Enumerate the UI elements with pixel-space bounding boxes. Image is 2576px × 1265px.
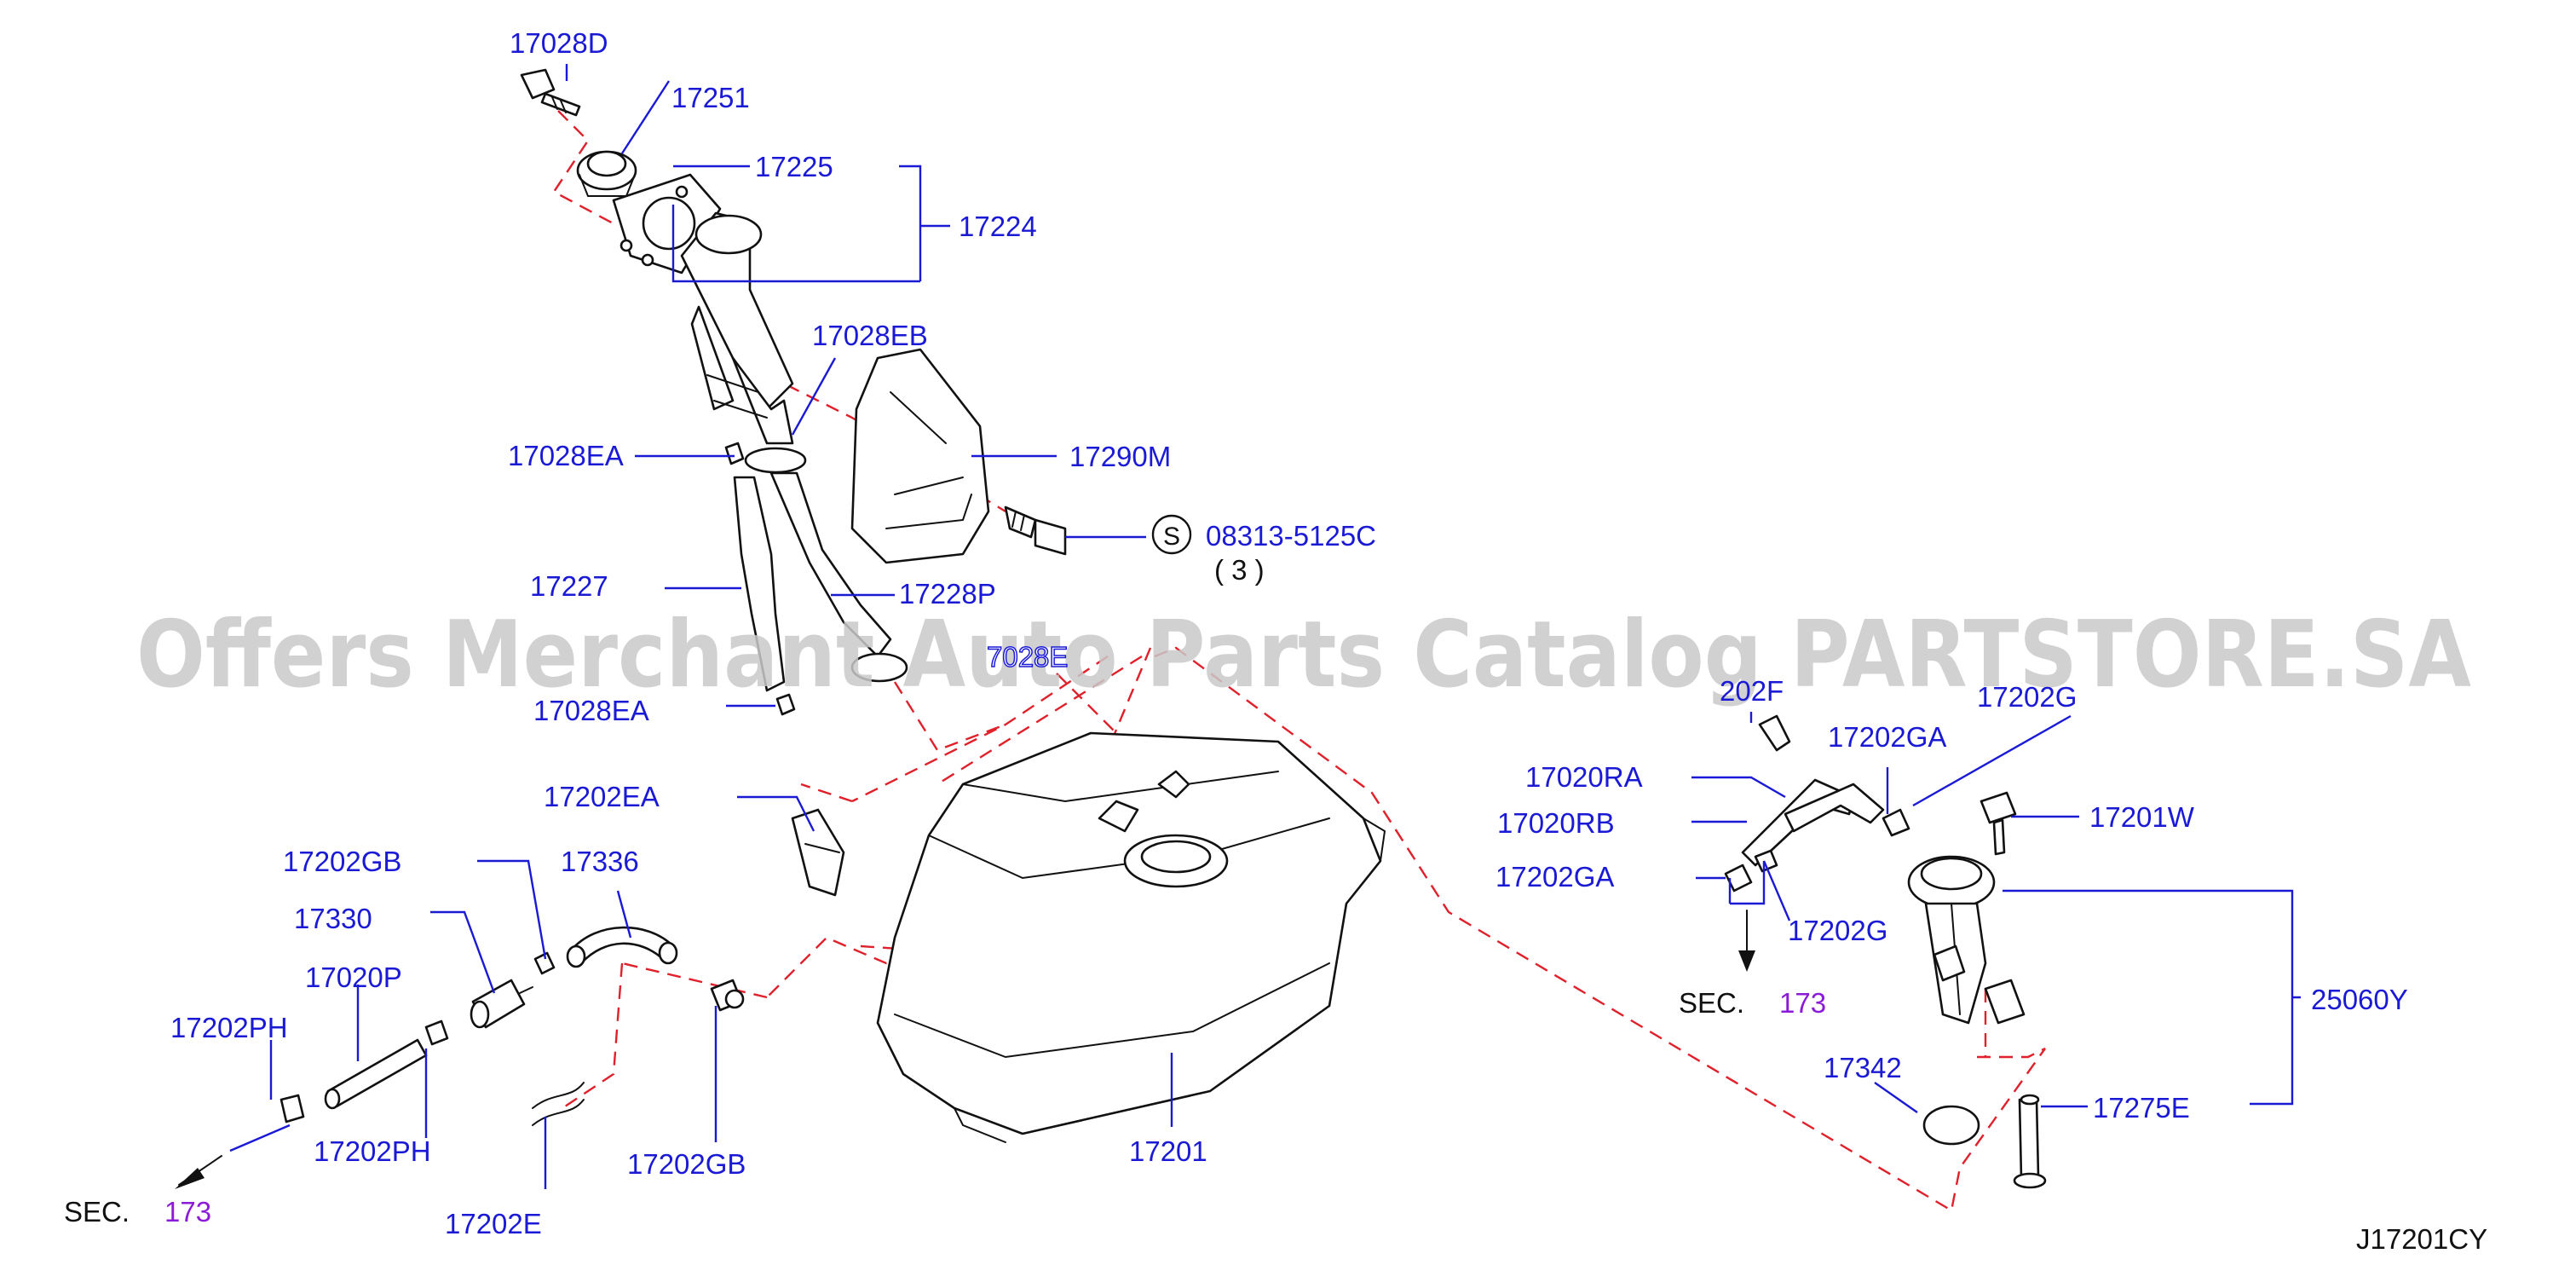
hose-17202E bbox=[532, 1082, 585, 1126]
label-08313-qty: ( 3 ) bbox=[1214, 554, 1265, 586]
fuel-pump-25060Y bbox=[1907, 855, 2026, 1025]
label-17225[interactable]: 17225 bbox=[755, 151, 833, 182]
sec-label-left: SEC. bbox=[64, 1196, 130, 1227]
bolt-17201W bbox=[1980, 791, 2017, 856]
filler-bolt-17028D bbox=[520, 68, 581, 117]
label-17342[interactable]: 17342 bbox=[1824, 1052, 1902, 1083]
plug-17342 bbox=[1922, 1105, 1980, 1146]
hose-17020P bbox=[324, 1038, 428, 1110]
clamp-17202GB-left bbox=[533, 951, 556, 975]
label-17020P[interactable]: 17020P bbox=[305, 962, 402, 993]
label-17336[interactable]: 17336 bbox=[561, 846, 639, 877]
label-17028EA-bottom[interactable]: 17028EA bbox=[533, 695, 649, 726]
label-17202PH-bottom[interactable]: 17202PH bbox=[314, 1135, 431, 1167]
label-17202G-top[interactable]: 17202G bbox=[1977, 681, 2077, 713]
label-17020RA[interactable]: 17020RA bbox=[1525, 761, 1643, 793]
label-17202GA-bottom[interactable]: 17202GA bbox=[1495, 861, 1614, 892]
label-17275E[interactable]: 17275E bbox=[2093, 1092, 2190, 1123]
label-17224[interactable]: 17224 bbox=[959, 211, 1037, 242]
drawing-code: J17201CY bbox=[2356, 1223, 2487, 1255]
label-25060Y[interactable]: 25060Y bbox=[2311, 984, 2408, 1015]
assembly-lines bbox=[552, 110, 2046, 1212]
watermark: Offers Merchant Auto Parts Catalog PARTS… bbox=[136, 602, 2471, 708]
part-labels: 17028D 17251 17225 17224 17028EB 17028EA… bbox=[64, 27, 2487, 1255]
filler-protector-17290M bbox=[850, 348, 990, 564]
label-17330[interactable]: 17330 bbox=[294, 903, 372, 934]
label-17202E[interactable]: 17202E bbox=[445, 1208, 542, 1239]
vent-clamps-17202G-GA bbox=[1724, 808, 1910, 892]
label-17028D[interactable]: 17028D bbox=[510, 27, 608, 59]
bolt-08313 bbox=[1004, 505, 1067, 556]
label-08313-5125C[interactable]: 08313-5125C bbox=[1206, 520, 1376, 552]
label-17020RB[interactable]: 17020RB bbox=[1497, 807, 1615, 839]
stud-17275E bbox=[2013, 1094, 2047, 1189]
filler-hose-17227 bbox=[733, 471, 892, 692]
sec-number-left[interactable]: 173 bbox=[164, 1196, 211, 1227]
label-17251[interactable]: 17251 bbox=[671, 82, 750, 113]
label-17202GA-top[interactable]: 17202GA bbox=[1828, 721, 1946, 753]
leader-lines bbox=[229, 64, 2301, 1189]
label-17201[interactable]: 17201 bbox=[1129, 1135, 1207, 1167]
hose-17336 bbox=[566, 926, 678, 968]
label-17228P[interactable]: 17228P bbox=[899, 578, 996, 609]
fuel-filter-17330 bbox=[470, 979, 533, 1029]
hose-clamps bbox=[724, 442, 908, 716]
filler-neck-17224 bbox=[680, 211, 794, 445]
label-17202GB-bottom[interactable]: 17202GB bbox=[627, 1148, 746, 1180]
label-17202EA[interactable]: 17202EA bbox=[544, 781, 660, 812]
standard-part-symbol: S bbox=[1151, 514, 1192, 555]
sec-arrows bbox=[175, 910, 1755, 1189]
clamps-17202PH bbox=[279, 1020, 449, 1123]
label-17227[interactable]: 17227 bbox=[530, 570, 608, 602]
sec-number-right[interactable]: 173 bbox=[1779, 987, 1826, 1019]
fuel-tank-17201 bbox=[876, 731, 1386, 1143]
label-17202PH-top[interactable]: 17202PH bbox=[170, 1012, 288, 1043]
label-17028EA-top[interactable]: 17028EA bbox=[508, 440, 624, 471]
sec-label-right: SEC. bbox=[1679, 987, 1744, 1019]
clamp-17202GB-right bbox=[710, 979, 745, 1012]
label-17202G-bottom[interactable]: 17202G bbox=[1788, 915, 1887, 946]
label-17028E-partial[interactable]: 7028E bbox=[986, 640, 1069, 673]
label-17290M[interactable]: 17290M bbox=[1069, 441, 1171, 472]
label-17201W[interactable]: 17201W bbox=[2089, 801, 2195, 833]
label-17028EB[interactable]: 17028EB bbox=[812, 320, 928, 351]
standard-part-symbol-letter: S bbox=[1163, 523, 1180, 551]
label-17202GB-left[interactable]: 17202GB bbox=[283, 846, 401, 877]
label-17202F-partial[interactable]: 202F bbox=[1720, 675, 1784, 707]
bracket-17202EA bbox=[791, 808, 845, 897]
filler-cap-17251 bbox=[576, 150, 637, 197]
vent-hoses-17020RA-RB bbox=[1741, 714, 1885, 867]
